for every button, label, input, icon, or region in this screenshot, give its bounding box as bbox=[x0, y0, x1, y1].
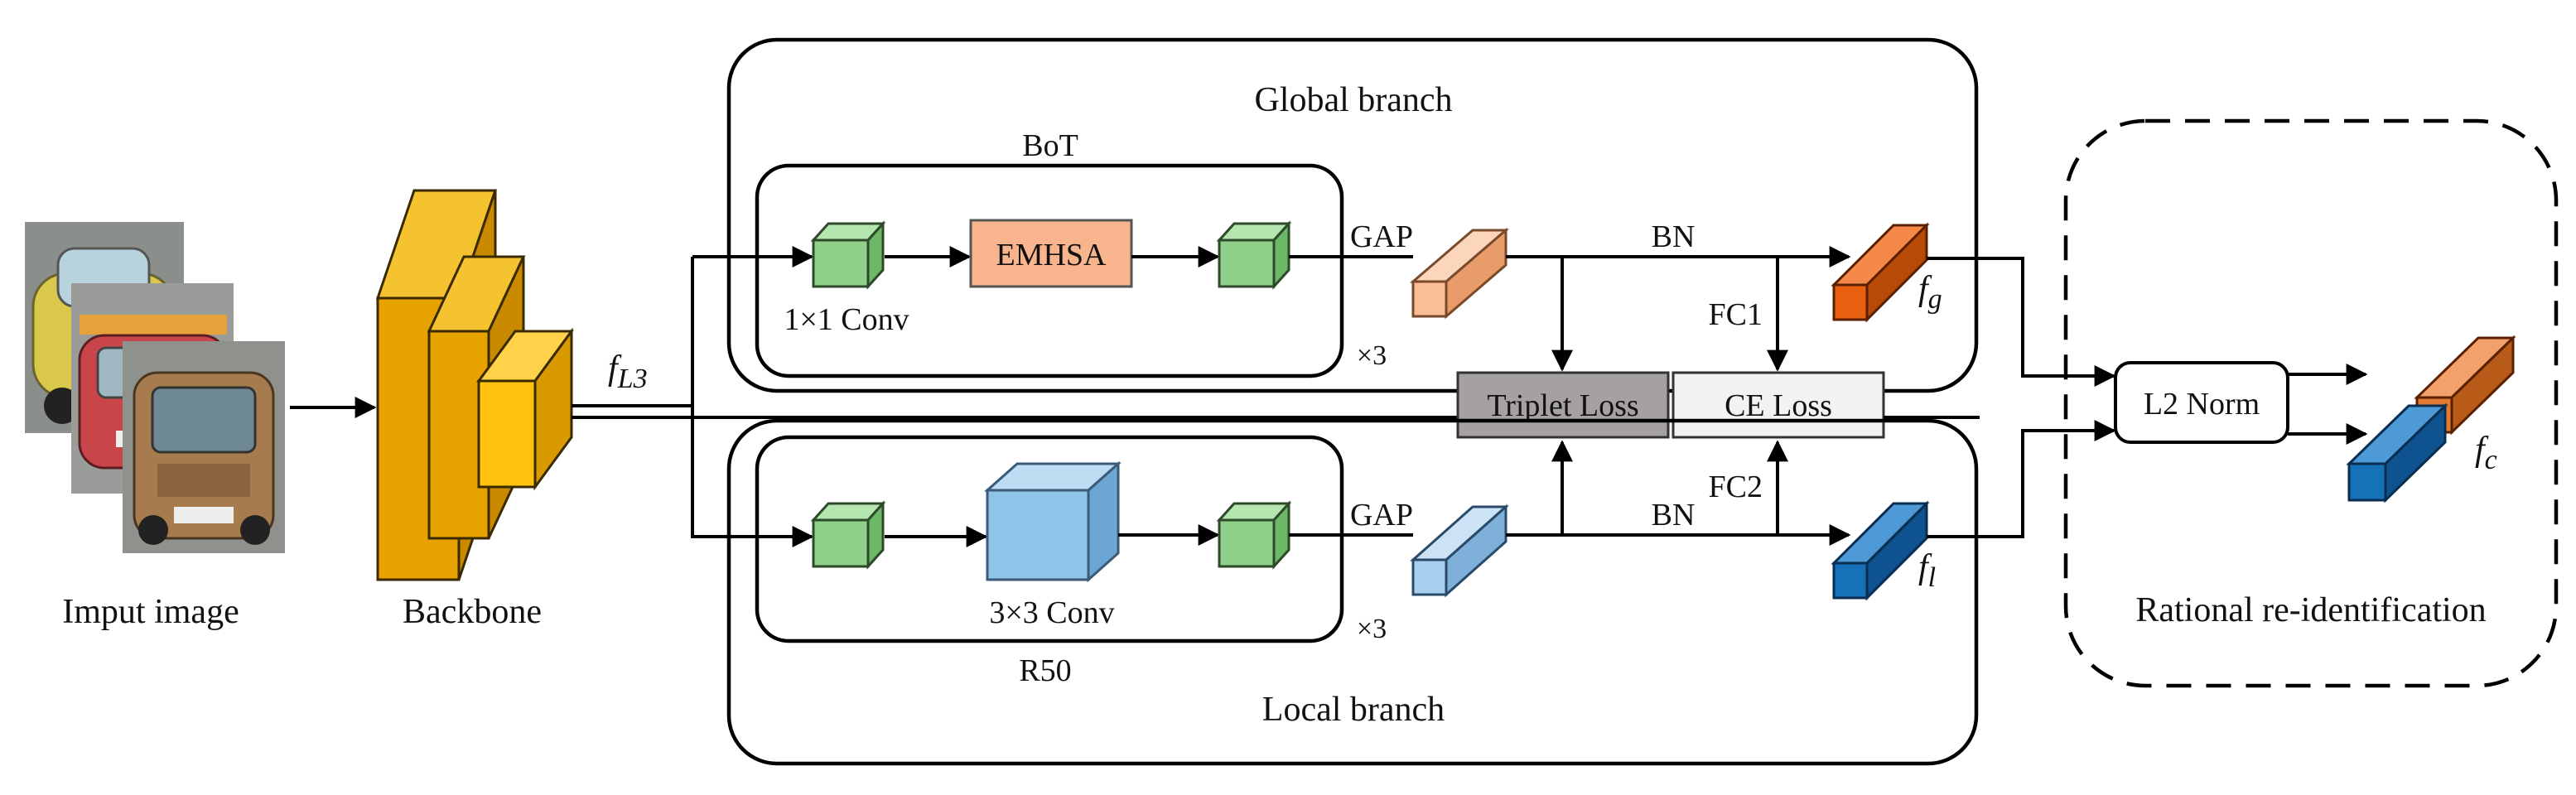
r50-label: R50 bbox=[1019, 653, 1071, 688]
ce-loss-label: CE Loss bbox=[1725, 388, 1832, 423]
conv-1x1-label: 1×1 Conv bbox=[784, 302, 909, 337]
fc-combined-vector bbox=[2346, 335, 2516, 504]
gap-bottom-vector bbox=[1410, 504, 1509, 598]
input-images bbox=[25, 222, 285, 553]
gap-bottom-label: GAP bbox=[1350, 498, 1413, 532]
ce-loss-box bbox=[1672, 371, 1885, 439]
fl-feature-vector bbox=[1831, 500, 1930, 601]
rational-reid-label: Rational re-identification bbox=[2135, 591, 2486, 629]
backbone-label: Backbone bbox=[403, 593, 542, 631]
conv-3x3-label: 3×3 Conv bbox=[989, 595, 1114, 630]
arrow-fl-to-l2norm bbox=[1927, 420, 2116, 538]
fc2-label: FC2 bbox=[1709, 470, 1763, 504]
bn-top-label: BN bbox=[1652, 219, 1696, 254]
bot-label: BoT bbox=[1022, 128, 1078, 163]
l2-norm-label: L2 Norm bbox=[2144, 387, 2260, 422]
bot-box bbox=[755, 163, 1344, 378]
gap-top-label: GAP bbox=[1350, 219, 1413, 254]
triplet-loss-label: Triplet Loss bbox=[1487, 388, 1638, 423]
triplet-loss-box bbox=[1456, 371, 1670, 439]
conv-3x3-cube bbox=[984, 460, 1122, 583]
fc-label: fc bbox=[2475, 431, 2497, 475]
gap-top-vector bbox=[1409, 227, 1510, 320]
bn-bottom-label: BN bbox=[1652, 498, 1696, 532]
input-image-label: Imput image bbox=[62, 593, 239, 631]
fc1-label: FC1 bbox=[1709, 297, 1763, 332]
global-branch-box bbox=[726, 37, 1979, 393]
times3-top-label: ×3 bbox=[1357, 340, 1387, 371]
conv-cube-local-in bbox=[810, 500, 886, 570]
brown-suv-photo bbox=[123, 341, 285, 553]
fc-blue-part bbox=[2346, 402, 2448, 504]
arrow-fg-to-l2norm bbox=[1927, 257, 2116, 387]
fg-feature-vector bbox=[1831, 222, 1930, 323]
l2-norm-box bbox=[2114, 361, 2289, 444]
global-branch-label: Global branch bbox=[1254, 81, 1452, 119]
rational-reid-box bbox=[2063, 118, 2559, 688]
backbone-block bbox=[375, 189, 574, 581]
emhsa-label: EMHSA bbox=[996, 238, 1107, 272]
conv-cube-local-out bbox=[1216, 500, 1292, 570]
emhsa-box bbox=[969, 219, 1133, 288]
conv-1x1-cube-out bbox=[1216, 220, 1292, 290]
times3-bottom-label: ×3 bbox=[1357, 614, 1387, 644]
local-branch-label: Local branch bbox=[1262, 691, 1445, 729]
conv-1x1-cube-in bbox=[810, 220, 886, 290]
fl-label: fl bbox=[1918, 548, 1936, 593]
local-branch-box bbox=[726, 418, 1979, 766]
f-l3-label: fL3 bbox=[608, 349, 648, 394]
fg-label: fg bbox=[1918, 270, 1942, 315]
r50-box bbox=[755, 435, 1344, 643]
